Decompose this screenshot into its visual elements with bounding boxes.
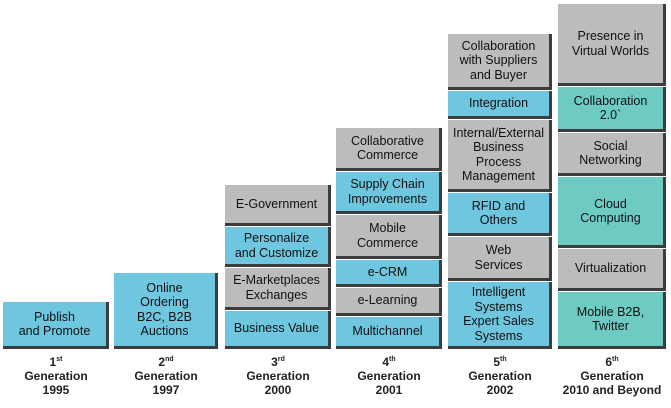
gen6-box-social-networking: Social Networking: [558, 133, 666, 176]
ordinal: 4th: [336, 355, 442, 369]
box-text: Integration: [468, 96, 529, 111]
ordinal-suffix: st: [56, 356, 63, 363]
generation-year: 2010 and Beyond: [562, 383, 662, 397]
gen5-box-collaboration-with-suppliers-and-buyer: Collaboration with Suppliers and Buyer: [448, 34, 552, 90]
box-text: Supply Chain Improvements: [347, 177, 428, 206]
box-text: Collaboration 2.0`: [573, 93, 648, 123]
box-text: Social Networking: [579, 138, 642, 168]
gen6-box-mobile-b2b-twitter: Mobile B2B, Twitter: [558, 292, 666, 349]
box-text: E-Government: [235, 196, 318, 211]
box-text: e-Learning: [357, 293, 418, 308]
box-text: Intelligent Systems Expert Sales Systems: [463, 285, 534, 343]
ordinal-suffix: th: [389, 356, 396, 363]
gen2-box-online-ordering-b2c-b2b-auctions: Online Ordering B2C, B2B Auctions: [114, 273, 218, 349]
ordinal-number: 4: [382, 355, 390, 369]
ordinal-suffix: th: [612, 356, 619, 363]
ordinal-number: 5: [493, 355, 501, 369]
gen5-box-integration: Integration: [448, 91, 552, 119]
gen5-box-internal-external-business-process-management: Internal/External Business Process Manag…: [448, 120, 552, 192]
ordinal-number: 2: [158, 355, 166, 369]
gen4-box-mobile-commerce: Mobile Commerce: [336, 215, 442, 259]
gen3-box-business-value: Business Value: [225, 311, 331, 349]
ordinal: 5th: [448, 355, 552, 369]
box-text: Mobile Commerce: [356, 221, 419, 250]
box-text: Virtualization: [574, 261, 647, 276]
generation-word: Generation: [134, 369, 198, 383]
generation-word: Generation: [24, 369, 88, 383]
gen4-box-collaborative-commerce: Collaborative Commerce: [336, 128, 442, 171]
generation-year: 2001: [375, 383, 403, 397]
generation-year: 2000: [264, 383, 292, 397]
box-text: e-CRM: [367, 264, 408, 279]
gen4-box-e-learning: e-Learning: [336, 288, 442, 316]
generation-word: Generation: [580, 369, 644, 383]
box-text: Publish and Promote: [18, 309, 91, 339]
gen5-box-web-services: Web Services: [448, 237, 552, 281]
ordinal-suffix: rd: [277, 356, 285, 363]
gen3-box-personalize-and-customize: Personalize and Customize: [225, 227, 331, 267]
gen5-box-rfid-and-others: RFID and Others: [448, 193, 552, 236]
gen4-box-multichannel: Multichannel: [336, 317, 442, 349]
gen6-box-presence-in-virtual-worlds: Presence in Virtual Worlds: [558, 4, 666, 86]
ordinal-suffix: th: [500, 356, 507, 363]
generation-year: 2002: [486, 383, 514, 397]
generation-year: 1995: [42, 383, 70, 397]
ordinal: 2nd: [114, 355, 218, 369]
gen4-box-e-crm: e-CRM: [336, 260, 442, 287]
generation-word: Generation: [357, 369, 421, 383]
generation-word: Generation: [468, 369, 532, 383]
generation-word: Generation: [246, 369, 310, 383]
box-text: Presence in Virtual Worlds: [571, 29, 650, 58]
box-text: Collaboration with Suppliers and Buyer: [459, 38, 538, 82]
box-text: Web Services: [474, 243, 523, 272]
ordinal-suffix: nd: [165, 356, 174, 363]
box-text: Multichannel: [352, 324, 423, 339]
box-text: Internal/External Business Process Manag…: [452, 125, 545, 184]
ordinal: 3rd: [225, 355, 331, 369]
box-text: Business Value: [233, 321, 320, 336]
ordinal: 6th: [558, 355, 666, 369]
box-text: Collaborative Commerce: [351, 133, 424, 163]
ordinal-number: 6: [605, 355, 613, 369]
gen6-box-collaboration-2-0: Collaboration 2.0`: [558, 87, 666, 132]
gen3-box-e-government: E-Government: [225, 185, 331, 226]
gen1-box-publish-and-promote: Publish and Promote: [3, 302, 109, 349]
box-text: Online Ordering B2C, B2B Auctions: [137, 280, 192, 339]
gen4-box-supply-chain-improvements: Supply Chain Improvements: [336, 172, 442, 214]
gen6-box-virtualization: Virtualization: [558, 249, 666, 291]
gen5-box-intelligent-systems-expert-sales-systems: Intelligent Systems Expert Sales Systems: [448, 282, 552, 349]
generation-year: 1997: [152, 383, 180, 397]
box-text: Mobile B2B, Twitter: [576, 304, 645, 334]
ordinal-number: 3: [271, 355, 278, 369]
box-text: E-Marketplaces Exchanges: [233, 273, 320, 302]
ordinal: 1st: [3, 355, 109, 369]
box-text: Personalize and Customize: [234, 231, 319, 260]
ordinal-number: 1: [49, 355, 57, 369]
gen3-box-e-marketplaces-exchanges: E-Marketplaces Exchanges: [225, 268, 331, 310]
box-text: Cloud Computing: [580, 196, 641, 226]
gen6-box-cloud-computing: Cloud Computing: [558, 177, 666, 248]
box-text: RFID and Others: [471, 198, 526, 228]
